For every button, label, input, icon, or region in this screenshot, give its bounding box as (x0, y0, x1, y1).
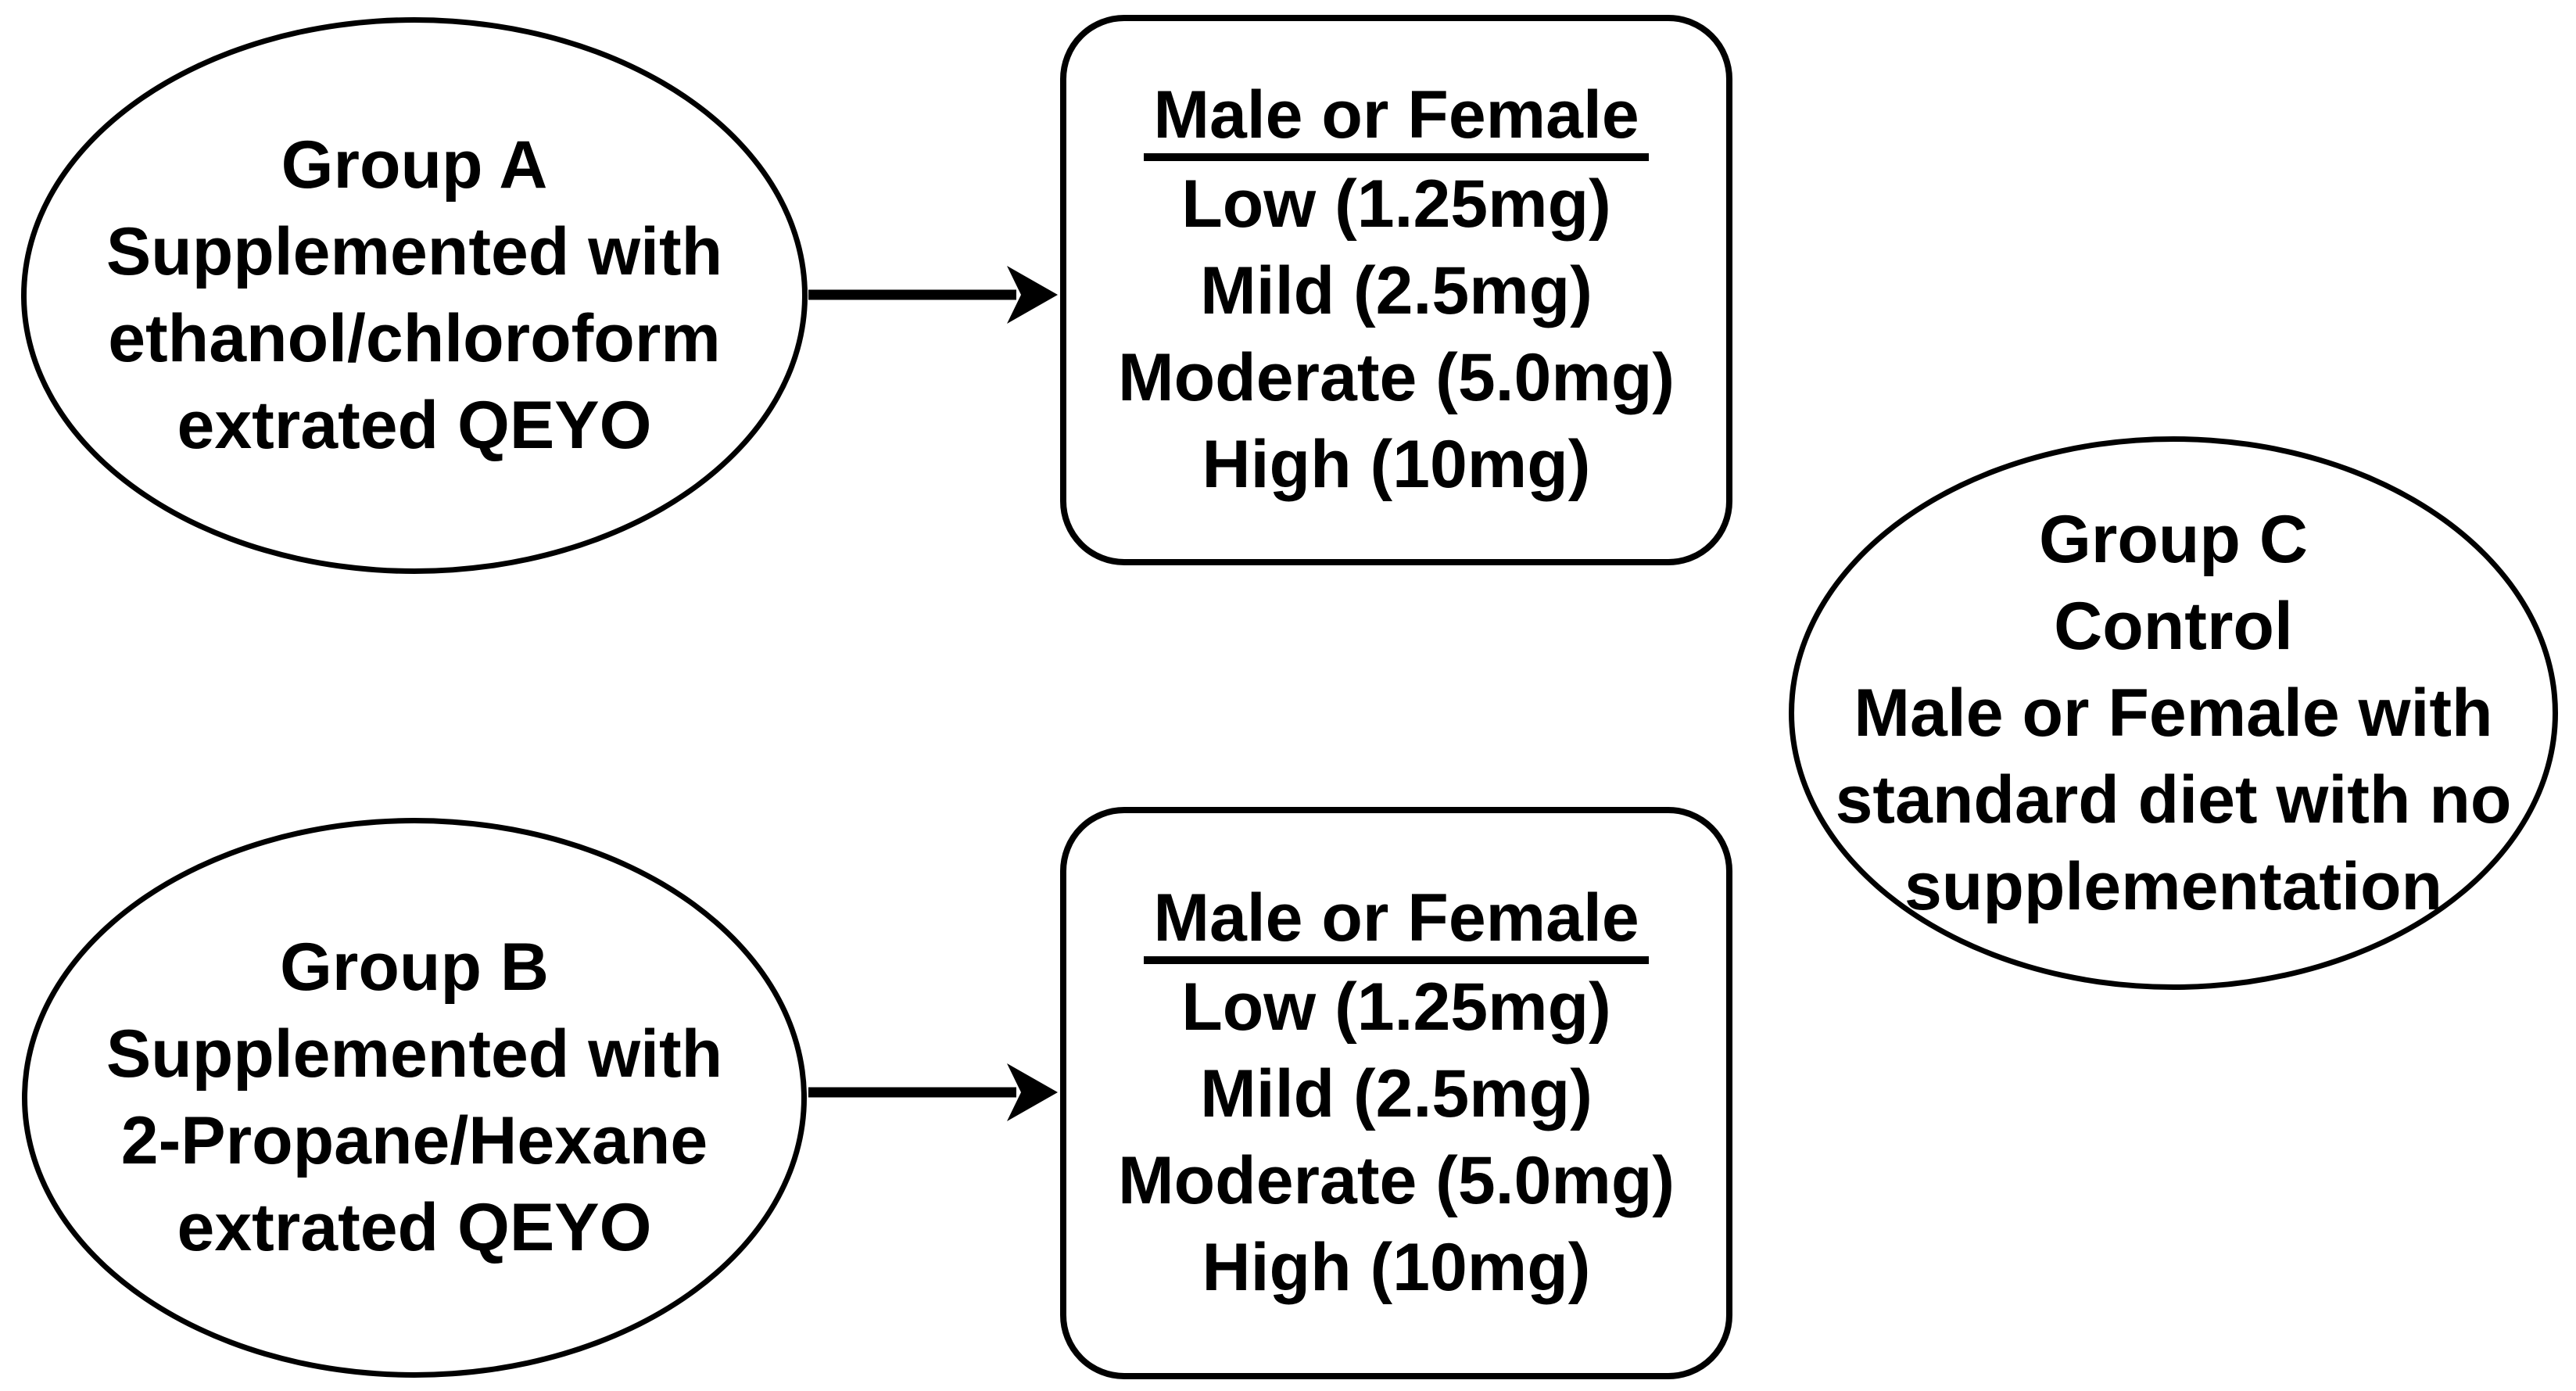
group-c-ellipse: Group C Control Male or Female with stan… (1789, 436, 2558, 990)
group-a-text: Group A Supplemented with ethanol/chloro… (106, 122, 722, 469)
group-b-ellipse: Group B Supplemented with 2-Propane/Hexa… (22, 818, 807, 1378)
arrow-group-b-to-doses-bottom (808, 1063, 1058, 1121)
group-a-ellipse: Group A Supplemented with ethanol/chloro… (21, 17, 808, 574)
dose-item: Low (1.25mg) (1181, 969, 1611, 1045)
group-a-line-1: Group A (281, 127, 548, 203)
group-a-line-4: extrated QEYO (177, 388, 652, 463)
group-c-line-3: Male or Female with (1854, 675, 2493, 751)
doses-bottom-text: Male or Female Low (1.25mg) Mild (2.5mg)… (1118, 875, 1675, 1310)
dose-item: Moderate (5.0mg) (1117, 339, 1675, 415)
doses-bottom-title-line: Male or Female (1118, 875, 1675, 964)
group-b-line-1: Group B (280, 930, 549, 1005)
doses-top-box: Male or Female Low (1.25mg) Mild (2.5mg)… (1060, 15, 1732, 565)
dose-item: Moderate (5.0mg) (1117, 1142, 1675, 1218)
doses-top-text: Male or Female Low (1.25mg) Mild (2.5mg)… (1118, 72, 1675, 507)
group-b-line-2: Supplemented with (106, 1016, 723, 1092)
group-b-text: Group B Supplemented with 2-Propane/Hexa… (106, 924, 722, 1271)
dose-item: High (10mg) (1202, 1229, 1591, 1305)
group-a-line-3: ethanol/chloroform (108, 301, 721, 376)
dose-item: Mild (2.5mg) (1200, 253, 1593, 328)
group-b-line-4: extrated QEYO (177, 1190, 652, 1265)
arrow-group-a-to-doses-top (808, 266, 1058, 324)
group-c-line-5: supplementation (1904, 848, 2443, 924)
doses-top-title-line: Male or Female (1118, 72, 1675, 161)
doses-bottom-title: Male or Female (1144, 883, 1649, 964)
dose-item: Mild (2.5mg) (1200, 1056, 1593, 1131)
group-a-line-2: Supplemented with (106, 214, 723, 289)
dose-item: High (10mg) (1202, 426, 1591, 502)
doses-bottom-box: Male or Female Low (1.25mg) Mild (2.5mg)… (1060, 807, 1732, 1379)
dose-item: Low (1.25mg) (1181, 166, 1611, 242)
group-c-line-4: standard diet with no (1835, 762, 2512, 837)
doses-top-title: Male or Female (1144, 80, 1649, 161)
group-c-line-1: Group C (2039, 501, 2308, 577)
group-c-line-2: Control (2054, 588, 2293, 664)
group-b-line-3: 2-Propane/Hexane (120, 1103, 708, 1178)
group-c-text: Group C Control Male or Female with stan… (1836, 497, 2512, 930)
